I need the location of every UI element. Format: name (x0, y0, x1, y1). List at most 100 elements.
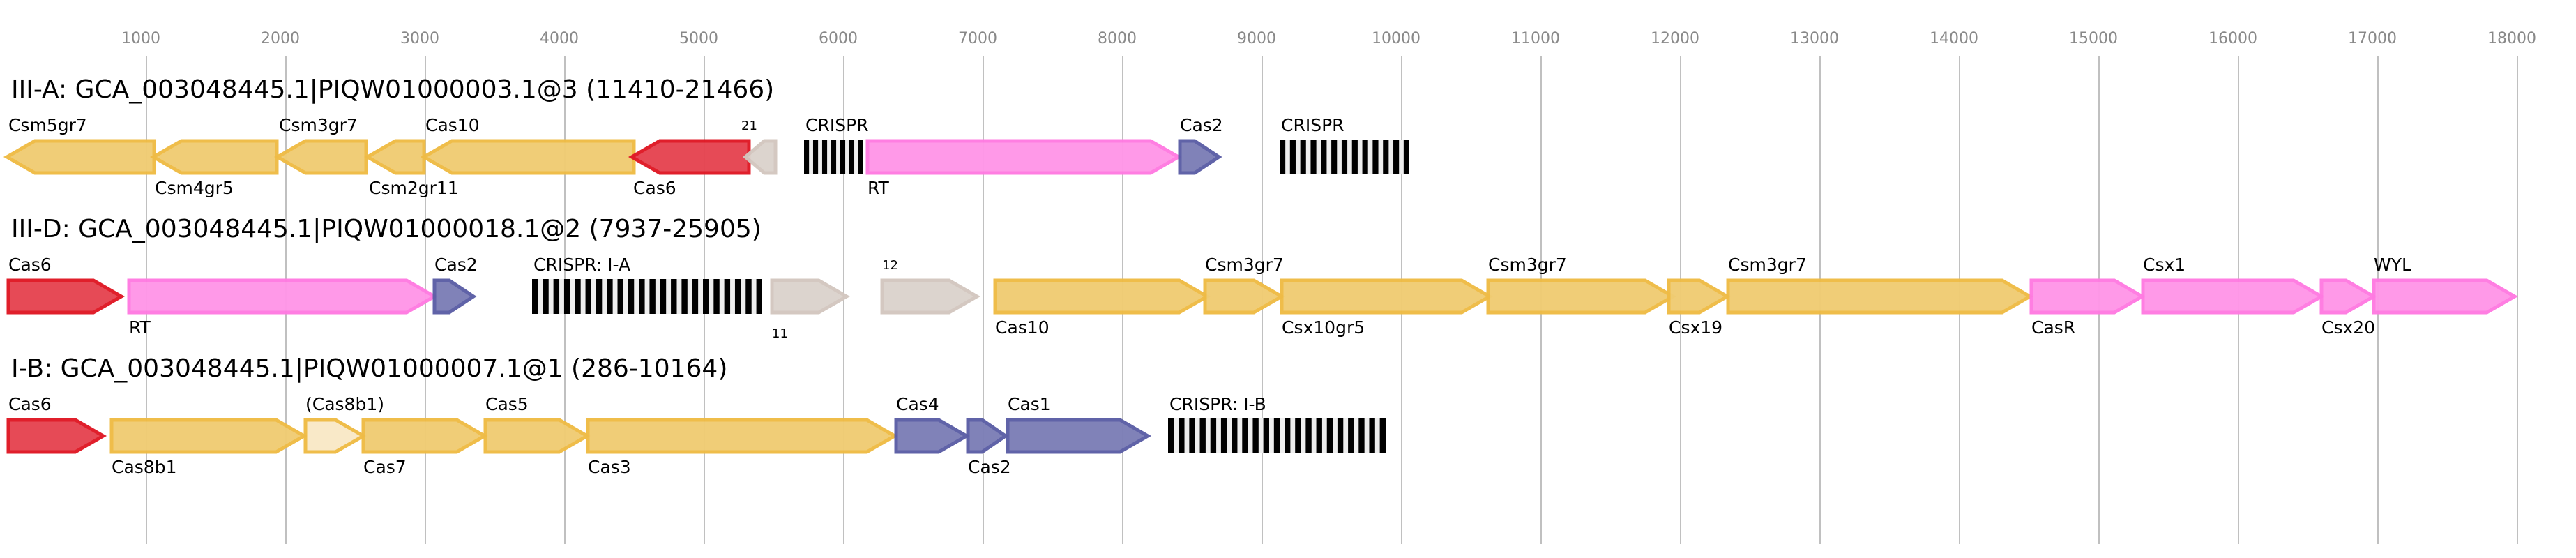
track: III-A: GCA_003048445.1|PIQW01000003.1@3 … (3, 75, 1409, 198)
gene-arrow[interactable]: Cas10 (420, 115, 636, 175)
crispr-repeat (1348, 418, 1354, 453)
gene-arrow[interactable]: Cas6 (6, 255, 126, 315)
crispr-repeat (1305, 418, 1312, 453)
crispr-repeat (1168, 418, 1174, 453)
tick-label: 14000 (1930, 30, 1978, 47)
gene-arrow[interactable]: Csx1 (2141, 255, 2326, 315)
gene-blue-shape[interactable] (1178, 139, 1222, 175)
crispr-repeat (563, 279, 570, 314)
gene-arrow[interactable]: RT (127, 278, 439, 338)
crispr-array[interactable]: CRISPR: I-A (532, 255, 762, 314)
gene-grey-shape[interactable] (770, 278, 851, 315)
tick-label: 5000 (679, 30, 718, 47)
gene-pink-shape[interactable] (127, 278, 439, 315)
gene-arrow[interactable]: Cas2 (1178, 115, 1223, 175)
gene-arrow[interactable]: (Cas8b1) (303, 394, 384, 454)
gene-yellow-shape[interactable] (109, 418, 308, 454)
gene-arrow[interactable]: CasR (2029, 278, 2146, 338)
gene-pink-shape[interactable] (2319, 278, 2378, 315)
gene-red-shape[interactable] (628, 139, 751, 175)
gene-arrow[interactable]: Csm3gr7 (1726, 255, 2034, 315)
crispr-repeat (812, 140, 819, 174)
crispr-repeat (543, 279, 549, 314)
crispr-repeat (756, 279, 762, 314)
gene-yellow-shape[interactable] (1486, 278, 1677, 315)
gene-arrow[interactable]: RT (865, 139, 1183, 198)
gene-arrow[interactable]: Csm5gr7 (3, 115, 156, 175)
crispr-array[interactable]: CRISPR (804, 115, 869, 174)
gene-yellow-shape[interactable] (1667, 278, 1732, 315)
gene-yellow-shape[interactable] (1203, 278, 1286, 315)
gene-grey-shape[interactable] (743, 139, 778, 175)
gene-arrow[interactable]: 21 (741, 119, 778, 175)
crispr-repeat (1242, 418, 1248, 453)
gene-yellow-shape[interactable] (273, 139, 368, 175)
gene-blue-shape[interactable] (894, 418, 971, 454)
tick-label: 8000 (1098, 30, 1137, 47)
gene-yellow-shape[interactable] (149, 139, 279, 175)
gene-arrow[interactable]: Cas6 (6, 394, 107, 454)
gene-label: RT (867, 178, 890, 198)
gene-yellow-shape[interactable] (420, 139, 636, 175)
gene-arrow[interactable]: Cas6 (628, 139, 751, 198)
gene-label: Cas7 (363, 457, 407, 477)
crispr-repeat (1403, 140, 1409, 174)
crispr-repeat (821, 140, 828, 174)
gene-pink-shape[interactable] (2372, 278, 2519, 315)
tick-label: 11000 (1511, 30, 1560, 47)
gene-pink-shape[interactable] (2141, 278, 2326, 315)
gene-arrow[interactable]: 12 (880, 258, 981, 315)
gene-arrow[interactable]: Csm2gr11 (363, 139, 459, 198)
crispr-repeat (734, 279, 741, 314)
gene-yellow-shape[interactable] (586, 418, 899, 454)
gene-blue-shape[interactable] (432, 278, 477, 315)
gene-yellow-shape[interactable] (483, 418, 591, 454)
gene-arrow[interactable]: Csm4gr5 (149, 139, 279, 198)
gene-arrow[interactable]: WYL (2372, 255, 2519, 315)
gene-arrow[interactable]: Cas8b1 (109, 418, 308, 477)
gene-yellow-shape[interactable] (3, 139, 156, 175)
gene-blue-shape[interactable] (966, 418, 1009, 454)
gene-arrow[interactable]: Cas10 (993, 278, 1211, 338)
crispr-repeat (804, 140, 810, 174)
gene-yellow-shape[interactable] (1280, 278, 1494, 315)
gene-yellow-shape[interactable] (993, 278, 1211, 315)
gene-label: 11 (772, 326, 788, 341)
gene-arrow[interactable]: Cas2 (966, 418, 1011, 477)
gene-label: Cas10 (425, 115, 480, 135)
gene-arrow[interactable]: Cas3 (586, 418, 899, 477)
gene-yellow_light-shape[interactable] (303, 418, 368, 454)
gene-yellow-shape[interactable] (361, 418, 489, 454)
gene-yellow-shape[interactable] (363, 139, 426, 175)
gene-blue-shape[interactable] (1006, 418, 1152, 454)
gene-arrow[interactable]: Cas1 (1006, 394, 1152, 454)
gene-arrow[interactable]: Csx20 (2319, 278, 2378, 338)
gene-arrow[interactable]: Csx10gr5 (1280, 278, 1494, 338)
crispr-repeat (1321, 140, 1327, 174)
crispr-repeat (1232, 418, 1238, 453)
track: I-B: GCA_003048445.1|PIQW01000007.1@1 (2… (6, 354, 1386, 477)
crispr-repeat (703, 279, 709, 314)
crispr-repeat (1362, 140, 1368, 174)
gene-arrow[interactable]: Cas7 (361, 418, 489, 477)
gene-arrow[interactable]: Cas2 (432, 255, 478, 315)
crispr-repeat (639, 279, 645, 314)
gene-arrow[interactable]: Csm3gr7 (1203, 255, 1286, 315)
gene-red-shape[interactable] (6, 278, 126, 315)
gene-red-shape[interactable] (6, 418, 107, 454)
crispr-array[interactable]: CRISPR (1280, 115, 1409, 174)
gene-arrow[interactable]: Csx19 (1667, 278, 1732, 338)
gene-grey-shape[interactable] (880, 278, 981, 315)
crispr-repeat (713, 279, 720, 314)
gene-arrow[interactable]: Cas5 (483, 394, 591, 454)
gene-yellow-shape[interactable] (1726, 278, 2034, 315)
gene-arrow[interactable]: Cas4 (894, 394, 971, 454)
gene-arrow[interactable]: Csm3gr7 (273, 115, 368, 175)
gene-arrow[interactable]: Csm3gr7 (1486, 255, 1677, 315)
gene-pink-shape[interactable] (865, 139, 1183, 175)
crispr-repeat (1210, 418, 1217, 453)
crispr-repeat (1289, 140, 1296, 174)
gene-arrow[interactable]: 11 (770, 278, 851, 341)
gene-pink-shape[interactable] (2029, 278, 2146, 315)
crispr-array[interactable]: CRISPR: I-B (1168, 394, 1386, 453)
